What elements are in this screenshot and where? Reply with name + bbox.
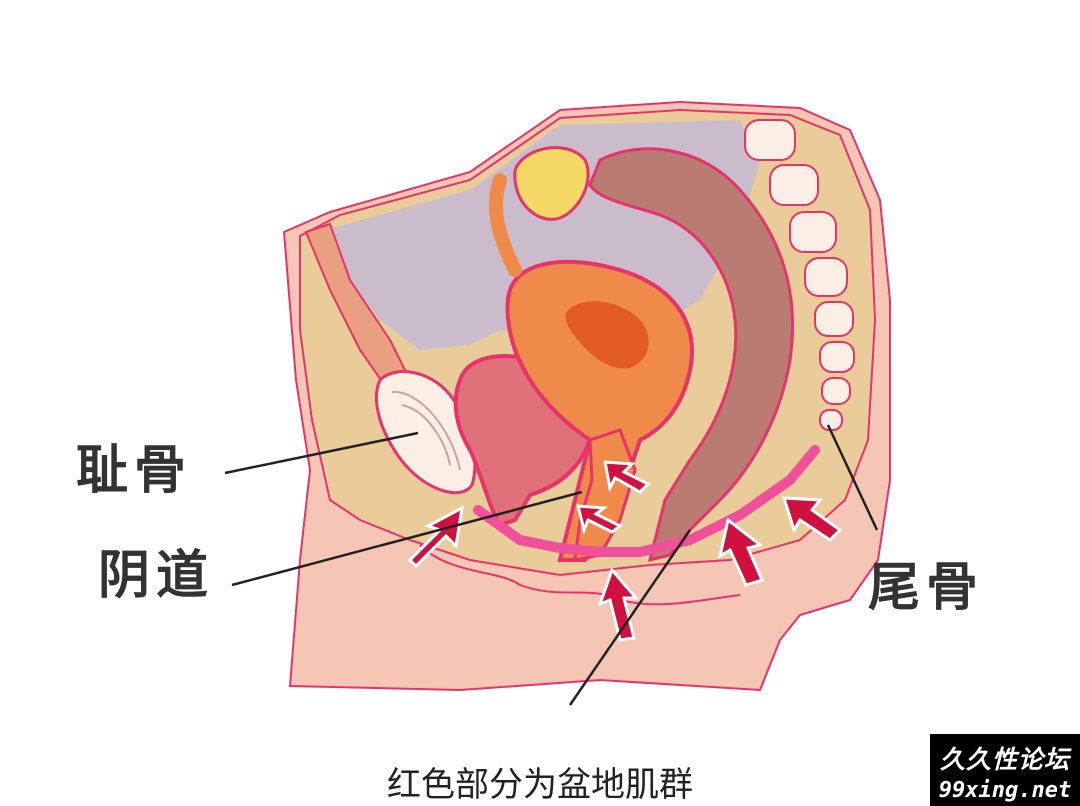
label-pubic-bone: 耻骨 — [76, 441, 193, 501]
pubic-bone-detail — [391, 390, 461, 471]
leader-coccyx — [826, 424, 879, 531]
leader-pelvic-floor — [568, 529, 692, 706]
watermark-site-name: 久久性论坛 — [939, 745, 1070, 774]
label-coccyx: 尾骨 — [868, 558, 985, 618]
leader-pubic — [224, 431, 419, 475]
caption-pelvic-floor: 红色部分为盆地肌群 — [387, 765, 693, 805]
ovary — [513, 146, 590, 221]
watermark-url: 99xing.net — [938, 778, 1072, 803]
arrow-6 — [576, 504, 623, 535]
leader-vagina — [231, 490, 583, 587]
arrow-3 — [717, 517, 765, 587]
pressure-arrows — [407, 460, 843, 642]
arrow-5 — [603, 460, 651, 494]
rectum — [588, 147, 794, 563]
site-watermark: 久久性论坛 99xing.net — [930, 734, 1080, 806]
pelvic-floor-muscle — [473, 445, 820, 557]
fallopian-tube — [488, 173, 522, 277]
arrow-4 — [781, 496, 843, 542]
perineum-folds — [419, 544, 741, 606]
leader-lines — [224, 424, 879, 706]
pelvis-illustration — [282, 100, 891, 692]
spine-coccyx — [744, 119, 855, 431]
uterus-cavity — [565, 301, 649, 369]
label-vagina: 阴道 — [98, 546, 215, 606]
